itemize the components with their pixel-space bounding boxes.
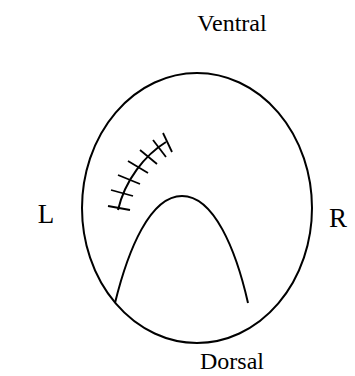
orientation-label: Ventral — [197, 11, 266, 35]
suture-line — [118, 142, 166, 210]
orientation-label: R — [329, 205, 347, 232]
suture-ticks — [108, 133, 172, 210]
orientation-label: L — [38, 201, 55, 228]
cross-section-outline — [82, 73, 312, 343]
dorsal-arch — [115, 196, 248, 303]
orientation-label: Dorsal — [200, 349, 264, 373]
